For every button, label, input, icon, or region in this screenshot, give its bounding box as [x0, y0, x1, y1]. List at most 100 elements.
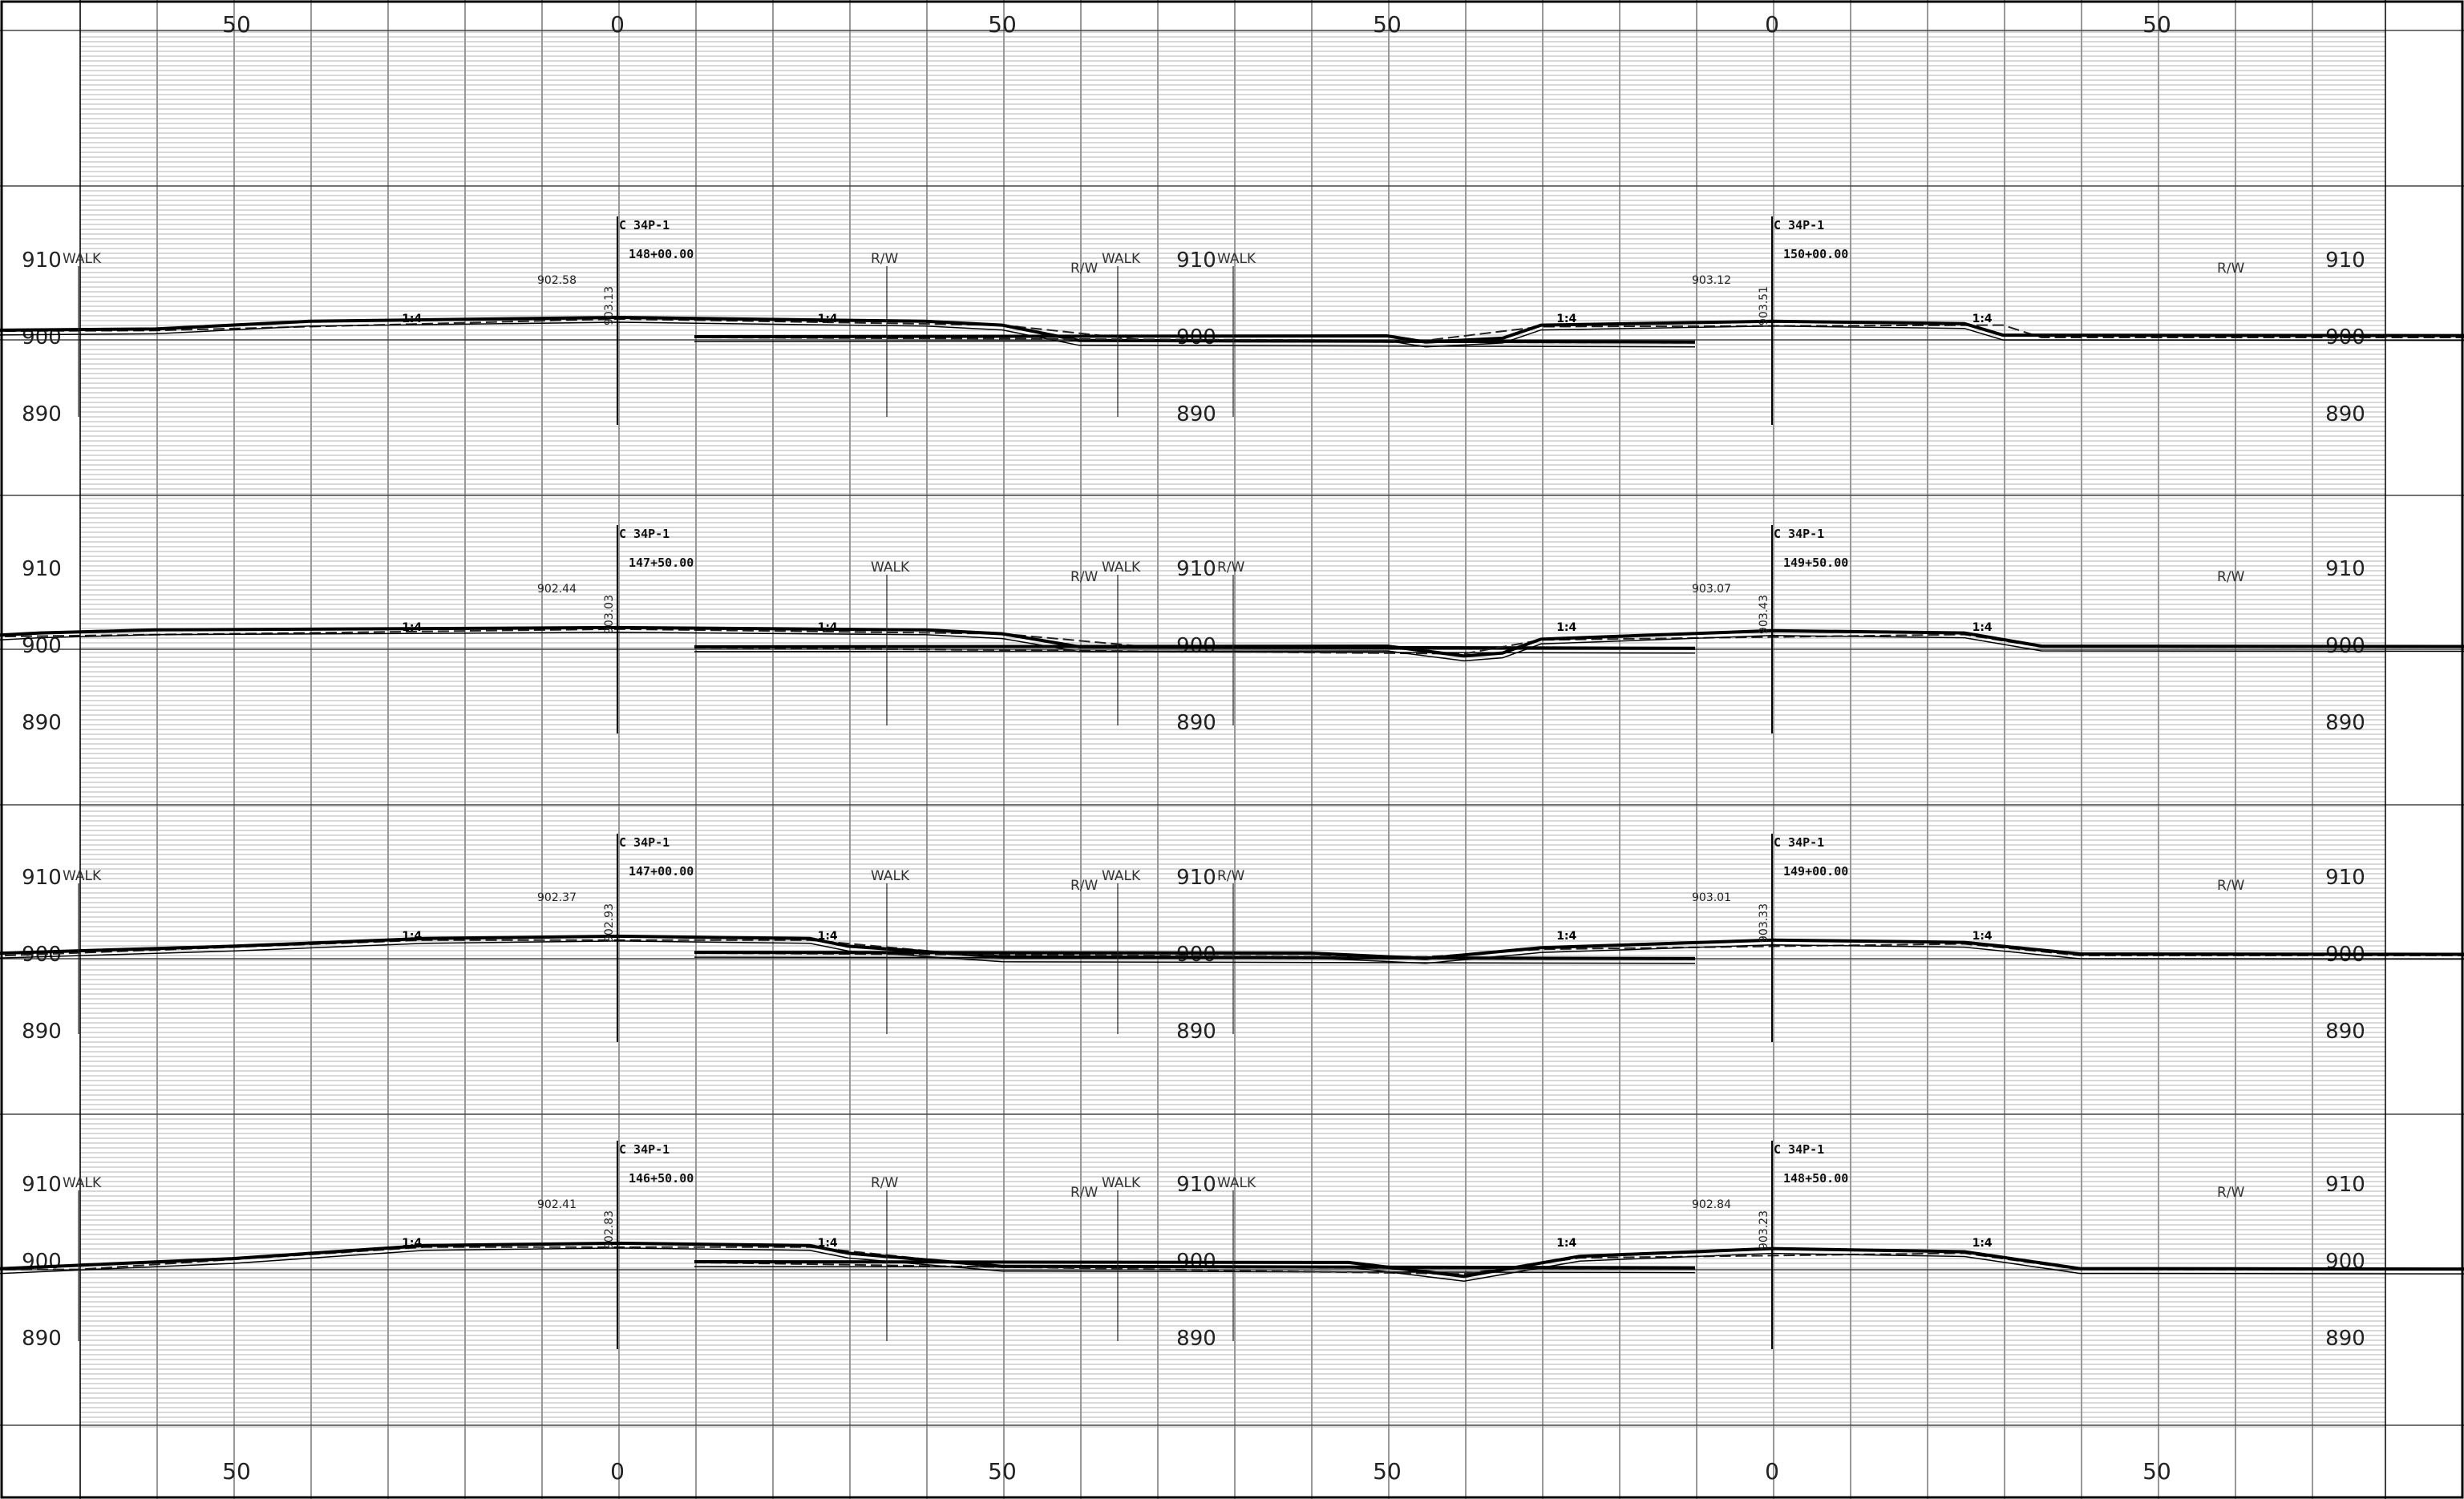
station-label: 148+50.00	[1783, 1171, 1848, 1186]
offset-annotation: WALK	[63, 868, 102, 884]
centerline-elevation: 902.83	[603, 1210, 616, 1250]
bottom-offset-label: 50	[222, 1458, 251, 1485]
right-of-way-label: R/W	[1070, 878, 1098, 894]
elevation-label: 910	[2325, 1173, 2365, 1197]
slope-label: 1:4	[818, 313, 838, 325]
offset-annotation: WALK	[1102, 251, 1141, 267]
elevation-label: 910	[22, 1173, 62, 1197]
offset-annotation: WALK	[1102, 560, 1141, 576]
top-offset-label: 50	[988, 11, 1017, 38]
station-label: 147+00.00	[629, 864, 694, 879]
left-edge-elevation: 903.07	[1692, 583, 1731, 596]
slope-label: 1:4	[1556, 930, 1576, 943]
slope-label: 1:4	[1972, 621, 1993, 634]
left-edge-elevation: 903.01	[1692, 891, 1731, 904]
centerline-label: C 34P-1	[1774, 218, 1824, 232]
station-label: 149+50.00	[1783, 556, 1848, 570]
slope-label: 1:4	[818, 930, 838, 943]
elevation-label: 890	[1176, 1327, 1216, 1351]
centerline-label: C 34P-1	[1774, 835, 1824, 850]
elevation-label: 910	[2325, 866, 2365, 890]
centerline-elevation: 903.03	[603, 595, 616, 634]
pavement-bottom-line	[694, 943, 2464, 964]
left-edge-elevation: 902.37	[537, 891, 577, 904]
slope-label: 1:4	[402, 313, 422, 325]
centerline-label: C 34P-1	[619, 218, 670, 232]
slope-label: 1:4	[1556, 313, 1576, 325]
elevation-label: 910	[22, 557, 62, 581]
centerline-elevation: 903.43	[1758, 595, 1770, 634]
centerline-label: C 34P-1	[619, 1142, 670, 1157]
bottom-offset-label: 0	[610, 1458, 625, 1485]
elevation-label: 890	[22, 1327, 62, 1351]
left-edge-elevation: 902.58	[537, 274, 577, 287]
proposed-profile-line	[694, 628, 2464, 658]
elevation-label: 890	[22, 711, 62, 735]
left-edge-elevation: 902.44	[537, 583, 577, 596]
pavement-bottom-line	[694, 1252, 2464, 1282]
station-label: 147+50.00	[629, 556, 694, 570]
elevation-label: 910	[1176, 557, 1216, 581]
slope-label: 1:4	[402, 1237, 422, 1250]
cross-sections: C 34P-1148+00.00903.13902.581:41:4R/WWAL…	[0, 216, 2464, 1349]
centerline-label: C 34P-1	[619, 835, 670, 850]
offset-annotation: WALK	[1102, 868, 1141, 884]
right-of-way-label: R/W	[2217, 878, 2245, 894]
bottom-offset-label: 50	[2142, 1458, 2171, 1485]
slope-label: 1:4	[1972, 930, 1993, 943]
offset-annotation: WALK	[1217, 1175, 1256, 1191]
top-offset-label: 0	[610, 11, 625, 38]
station-label: 150+00.00	[1783, 247, 1848, 261]
right-of-way-label: R/W	[1070, 261, 1098, 277]
elevation-label: 890	[1176, 402, 1216, 426]
offset-annotation: R/W	[1217, 868, 1245, 884]
top-offset-label: 50	[2142, 11, 2171, 38]
offset-annotation: WALK	[63, 1175, 102, 1191]
slope-label: 1:4	[1972, 313, 1993, 325]
pavement-bottom-line	[694, 635, 2464, 662]
elevation-label: 910	[22, 866, 62, 890]
cross-section-149+50.00: C 34P-1 149+50.00 903.43 903.07 1:4 1:4 WALK WA…	[694, 525, 2464, 733]
centerline-elevation: 903.23	[1758, 1210, 1770, 1250]
elevation-label: 890	[1176, 711, 1216, 735]
station-label: 149+00.00	[1783, 864, 1848, 879]
elevation-label: 910	[1176, 866, 1216, 890]
right-of-way-label: R/W	[1070, 569, 1098, 585]
top-offset-label: 50	[222, 11, 251, 38]
elevation-label: 910	[22, 248, 62, 273]
cross-section-148+50.00: C 34P-1 148+50.00 903.23 902.84 1:4 1:4 R/W WAL…	[694, 1141, 2464, 1349]
station-label: 148+00.00	[629, 247, 694, 261]
right-of-way-label: R/W	[2217, 1185, 2245, 1201]
elevation-label: 890	[2325, 1327, 2365, 1351]
elevation-label: 890	[1176, 1020, 1216, 1044]
left-edge-elevation: 903.12	[1692, 274, 1731, 287]
bottom-offset-label: 0	[1765, 1458, 1779, 1485]
centerline-label: C 34P-1	[1774, 1142, 1824, 1157]
slope-label: 1:4	[1972, 1237, 1993, 1250]
elevation-label: 910	[2325, 248, 2365, 273]
offset-annotation: R/W	[871, 1175, 899, 1191]
offset-annotation: WALK	[1217, 251, 1256, 267]
slope-label: 1:4	[818, 621, 838, 634]
proposed-profile-line	[694, 319, 2464, 344]
left-edge-elevation: 902.84	[1692, 1198, 1731, 1211]
slope-label: 1:4	[1556, 1237, 1576, 1250]
elevation-label: 890	[2325, 402, 2365, 426]
elevation-label: 890	[22, 1020, 62, 1044]
elevation-label: 910	[1176, 248, 1216, 273]
offset-annotation: WALK	[1102, 1175, 1141, 1191]
elevation-label: 890	[2325, 1020, 2365, 1044]
elevation-label: 900	[1176, 943, 1216, 967]
bottom-offset-label: 50	[1373, 1458, 1402, 1485]
centerline-elevation: 903.13	[603, 286, 616, 325]
station-label: 146+50.00	[629, 1171, 694, 1186]
centerline-label: C 34P-1	[1774, 527, 1824, 541]
offset-annotation: WALK	[871, 560, 910, 576]
centerline-elevation: 903.51	[1758, 286, 1770, 325]
right-of-way-label: R/W	[2217, 261, 2245, 277]
